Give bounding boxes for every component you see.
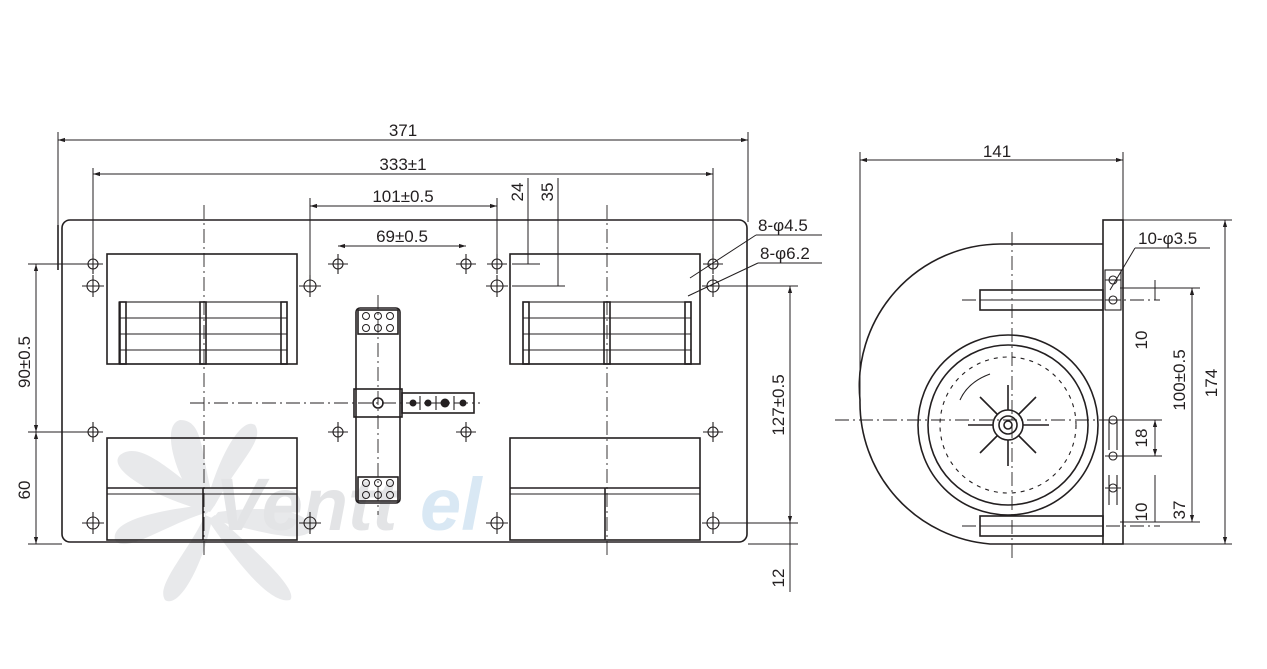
dim-side-37: 37 bbox=[1170, 501, 1189, 520]
dim-side-18: 18 bbox=[1132, 429, 1151, 448]
center-lines bbox=[190, 205, 608, 555]
dim-motor-span: 69±0.5 bbox=[376, 227, 428, 246]
outlet-top-right bbox=[509, 253, 701, 365]
dim-side-holes: 10-φ3.5 bbox=[1138, 229, 1197, 248]
watermark: Ventt el bbox=[114, 420, 483, 602]
dim-side-174: 174 bbox=[1202, 369, 1221, 397]
dim-height-60: 60 bbox=[15, 481, 34, 500]
housing-bottom-right bbox=[509, 437, 701, 541]
dim-holes-small: 8-φ4.5 bbox=[758, 216, 808, 235]
front-view: 371 333±1 101±0.5 69±0.5 24 35 8-φ4.5 8-… bbox=[15, 121, 822, 592]
dim-height-127: 127±0.5 bbox=[769, 374, 788, 435]
side-dimensions bbox=[859, 152, 1232, 545]
dim-holes-large: 8-φ6.2 bbox=[760, 244, 810, 263]
watermark-text-b: el bbox=[420, 463, 483, 546]
outlet-top-left bbox=[106, 253, 298, 365]
impeller-spokes bbox=[968, 385, 1049, 466]
dim-outlet-offset: 101±0.5 bbox=[372, 187, 433, 206]
housing-bottom-left bbox=[106, 437, 298, 541]
side-view: 141 10-φ3.5 10 100±0.5 174 18 10 37 bbox=[835, 142, 1232, 560]
dim-offset-35: 35 bbox=[538, 183, 557, 202]
dim-hole-span: 333±1 bbox=[379, 155, 426, 174]
dim-side-width: 141 bbox=[983, 142, 1011, 161]
scroll-housing bbox=[858, 243, 1103, 545]
dim-height-90: 90±0.5 bbox=[15, 336, 34, 388]
dim-side-100: 100±0.5 bbox=[1170, 349, 1189, 410]
side-rails bbox=[979, 269, 1122, 537]
dim-offset-12: 12 bbox=[769, 569, 788, 588]
base-plate bbox=[61, 219, 748, 543]
watermark-text-a: Ventt bbox=[215, 463, 401, 546]
dim-offset-24: 24 bbox=[508, 183, 527, 202]
fan-logo-icon bbox=[114, 420, 312, 602]
front-dimensions bbox=[28, 132, 822, 592]
dim-side-10-bottom: 10 bbox=[1132, 503, 1151, 522]
dim-side-10-top: 10 bbox=[1132, 331, 1151, 350]
mounting-holes bbox=[82, 254, 724, 534]
dim-overall-width: 371 bbox=[389, 121, 417, 140]
side-flange bbox=[1102, 219, 1124, 545]
